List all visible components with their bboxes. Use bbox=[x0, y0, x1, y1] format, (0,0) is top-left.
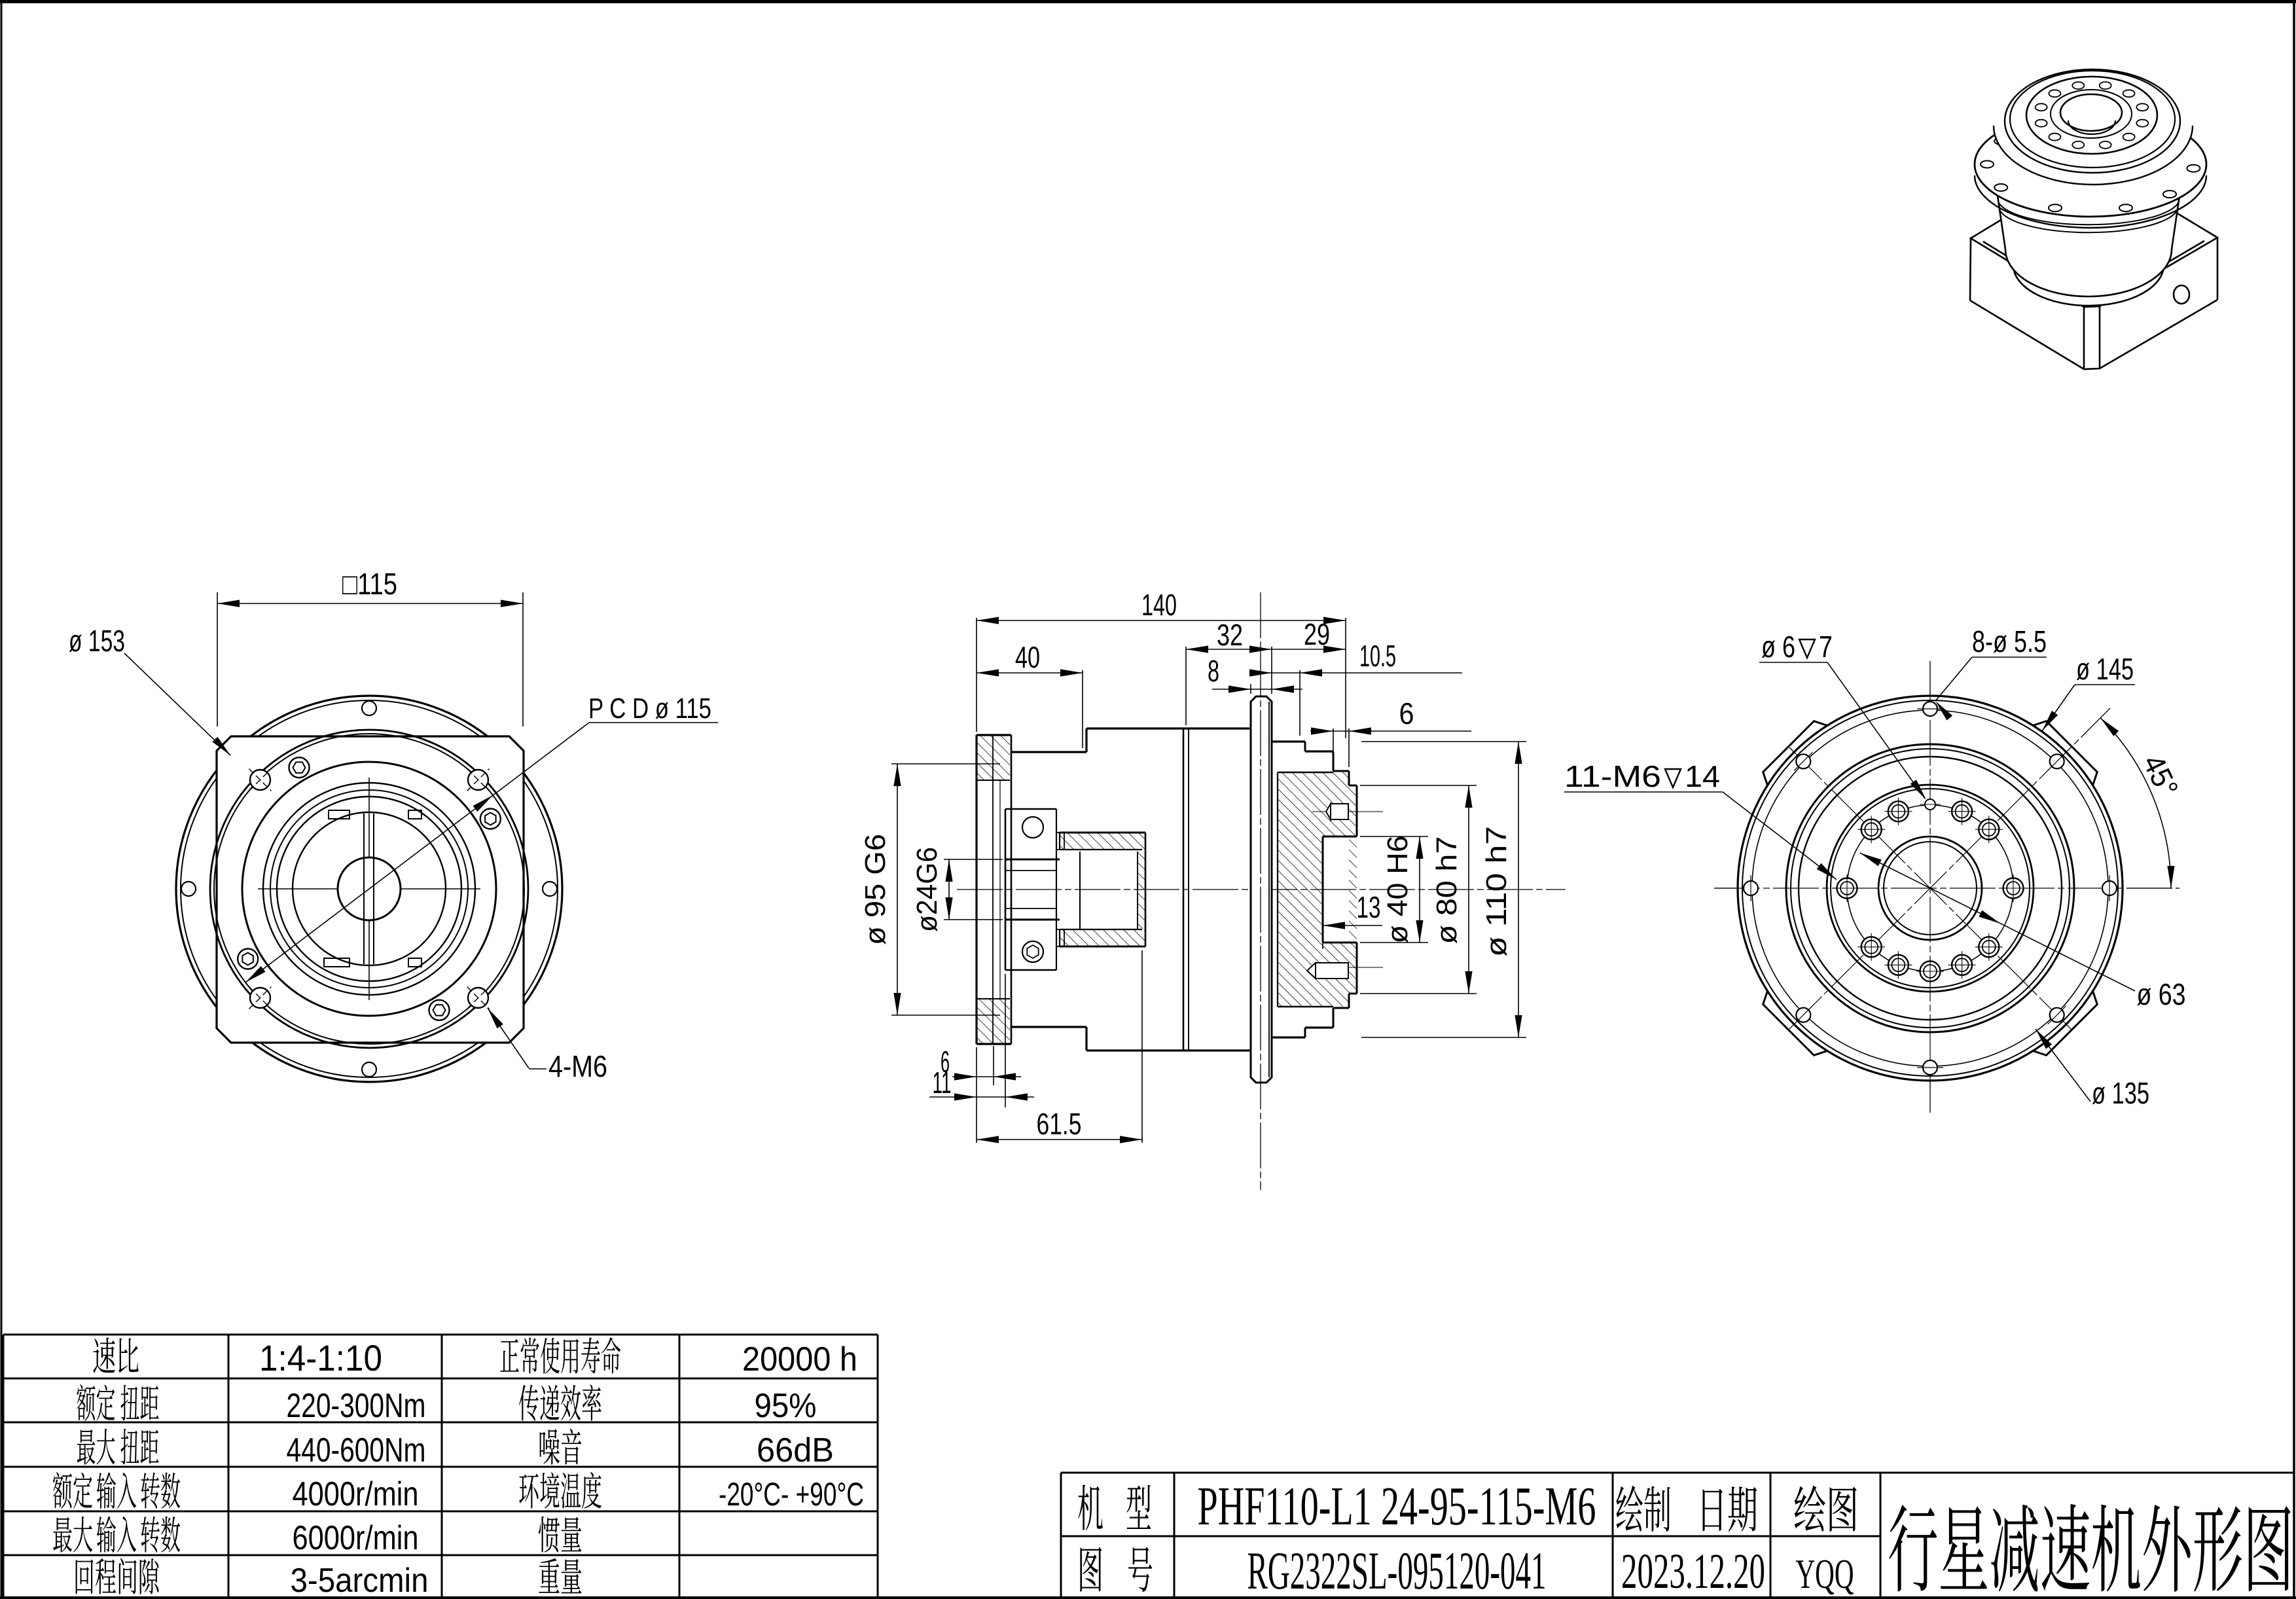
svg-text:61.5: 61.5 bbox=[1037, 1107, 1082, 1141]
svg-text:14: 14 bbox=[1685, 759, 1720, 793]
svg-text:P C D ø 115: P C D ø 115 bbox=[588, 692, 711, 725]
svg-text:7: 7 bbox=[1819, 630, 1833, 664]
svg-text:PHF110-L1 24-95-115-M6: PHF110-L1 24-95-115-M6 bbox=[1198, 1476, 1596, 1537]
svg-text:440-600Nm: 440-600Nm bbox=[287, 1431, 426, 1469]
svg-text:29: 29 bbox=[1304, 617, 1330, 651]
svg-text:ø 6: ø 6 bbox=[1761, 630, 1795, 664]
svg-text:ø 40 H6: ø 40 H6 bbox=[1382, 836, 1414, 944]
svg-text:32: 32 bbox=[1217, 618, 1243, 652]
svg-text:6: 6 bbox=[1399, 696, 1414, 730]
svg-text:11: 11 bbox=[933, 1066, 952, 1100]
svg-text:4-M6: 4-M6 bbox=[548, 1049, 607, 1083]
svg-text:ø 80 h7: ø 80 h7 bbox=[1431, 836, 1463, 944]
svg-text:2023.12.20: 2023.12.20 bbox=[1621, 1544, 1765, 1599]
svg-text:66dB: 66dB bbox=[757, 1431, 834, 1469]
svg-text:-20°C- +90°C: -20°C- +90°C bbox=[719, 1476, 864, 1513]
svg-text:□115: □115 bbox=[342, 567, 397, 601]
svg-text:ø 63: ø 63 bbox=[2137, 977, 2186, 1011]
svg-text:ø 110 h7: ø 110 h7 bbox=[1480, 826, 1513, 957]
svg-text:ø24G6: ø24G6 bbox=[911, 847, 943, 932]
svg-text:8-ø 5.5: 8-ø 5.5 bbox=[1972, 624, 2047, 658]
svg-text:6: 6 bbox=[941, 1045, 950, 1079]
svg-text:20000 h: 20000 h bbox=[742, 1340, 857, 1378]
svg-text:140: 140 bbox=[1141, 588, 1177, 622]
svg-text:RG2322SL-095120-041: RG2322SL-095120-041 bbox=[1247, 1541, 1547, 1599]
svg-text:4000r/min: 4000r/min bbox=[293, 1475, 419, 1513]
svg-text:11-M6: 11-M6 bbox=[1564, 759, 1661, 793]
svg-text:ø 145: ø 145 bbox=[2076, 652, 2134, 686]
svg-text:ø 95 G6: ø 95 G6 bbox=[859, 834, 891, 945]
svg-text:220-300Nm: 220-300Nm bbox=[287, 1387, 426, 1425]
svg-text:YQQ: YQQ bbox=[1796, 1551, 1854, 1597]
svg-text:10.5: 10.5 bbox=[1359, 639, 1396, 673]
svg-text:40: 40 bbox=[1015, 640, 1040, 674]
svg-text:ø 135: ø 135 bbox=[2092, 1076, 2149, 1110]
svg-text:95%: 95% bbox=[755, 1387, 817, 1425]
svg-text:13: 13 bbox=[1357, 890, 1381, 924]
svg-text:ø 153: ø 153 bbox=[69, 624, 125, 658]
svg-text:8: 8 bbox=[1208, 654, 1219, 688]
svg-text:1:4-1:10: 1:4-1:10 bbox=[259, 1337, 382, 1378]
svg-text:6000r/min: 6000r/min bbox=[293, 1519, 419, 1557]
svg-text:3-5arcmin: 3-5arcmin bbox=[291, 1562, 429, 1599]
